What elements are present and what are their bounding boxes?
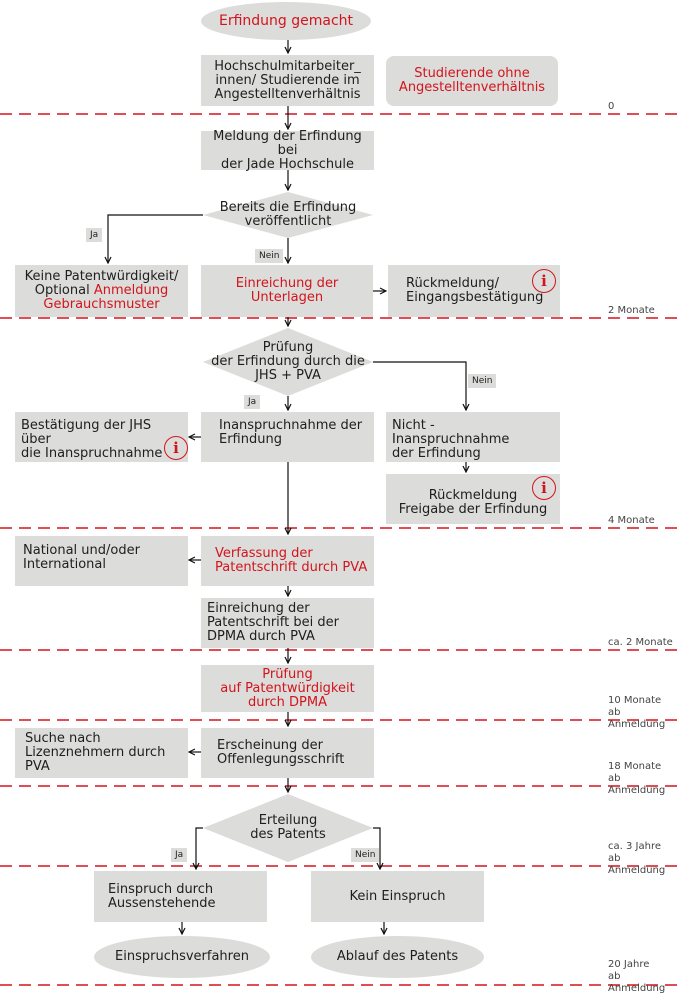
- node-confirm: Bestätigung der JHS über die Inanspruchn…: [15, 412, 188, 462]
- tag-nein-review: Nein: [468, 374, 497, 388]
- label-published: Bereits die Erfindung veröffentlicht: [219, 200, 357, 229]
- diamond-published: [203, 192, 373, 238]
- timeline-label-3-jahre: ca. 3 Jahre ab Anmeldung: [608, 841, 666, 876]
- node-students: Studierende ohne Angestelltenverhältnis: [386, 56, 558, 106]
- node-no-objection: Kein Einspruch: [311, 871, 484, 922]
- info-icon-confirm: i: [164, 436, 188, 460]
- timeline-label-ca-2-monate: ca. 2 Monate: [608, 637, 673, 648]
- node-no-patent: Keine Patentwürdigkeit/ Optional Anmeldu…: [15, 265, 188, 317]
- arrow-grant-ja: [196, 827, 203, 869]
- node-start: Erfindung gemacht: [201, 2, 371, 40]
- node-objection-proc: Einspruchsverfahren: [94, 936, 270, 978]
- node-objection: Einspruch durch Aussenstehende: [94, 871, 267, 922]
- node-submit-dpma: Einreichung der Patentschrift bei der DP…: [201, 598, 374, 648]
- node-expiry: Ablauf des Patents: [311, 936, 484, 978]
- arrow-review-nein: [373, 361, 466, 410]
- diamond-review: [203, 328, 373, 396]
- info-icon-feedback: i: [532, 269, 556, 293]
- arrow-grant-nein: [373, 827, 380, 869]
- timeline-label-20-jahre: 20 Jahre ab Anmeldung: [608, 959, 666, 994]
- tag-ja-published: Ja: [86, 228, 103, 242]
- timeline-label-2-monate: 2 Monate: [608, 305, 655, 316]
- label-grant: Erteilung des Patents: [250, 813, 326, 842]
- timeline-label-4-monate: 4 Monate: [608, 515, 655, 526]
- node-national: National und/oder International: [15, 536, 188, 586]
- timeline-label-0: 0: [608, 101, 615, 112]
- node-submit-docs: Einreichung der Unterlagen: [201, 265, 373, 317]
- connectors: [108, 40, 466, 934]
- node-draft: Verfassung der Patentschrift durch PVA: [201, 536, 374, 586]
- arrow-published-ja: [108, 214, 203, 263]
- node-report: Meldung der Erfindung bei der Jade Hochs…: [201, 129, 374, 171]
- tag-nein-published: Nein: [255, 249, 284, 263]
- tag-ja-review: Ja: [244, 395, 261, 409]
- tag-ja-grant: Ja: [171, 848, 188, 862]
- node-exam: Prüfung auf Patentwürdigkeit durch DPMA: [201, 665, 374, 712]
- node-release: Rückmeldung Freigabe der Erfindung: [386, 474, 560, 524]
- node-staff: Hochschulmitarbeiter_ innen/ Studierende…: [201, 55, 374, 106]
- node-feedback: Rückmeldung/ Eingangsbestätigung: [388, 265, 560, 317]
- info-icon-release: i: [532, 476, 556, 500]
- timeline-label-10-monate: 10 Monate ab Anmeldung: [608, 695, 666, 730]
- node-no-claim: Nicht - Inanspruchnahme der Erfindung: [386, 412, 560, 462]
- node-claim: Inanspruchnahme der Erfindung: [201, 412, 374, 462]
- label-review: Prüfung der Erfindung durch die JHS + PV…: [211, 340, 365, 383]
- tag-nein-grant: Nein: [351, 848, 380, 862]
- node-search: Suche nach Lizenznehmern durch PVA: [15, 728, 188, 778]
- node-publication: Erscheinung der Offenlegungsschrift: [201, 728, 374, 778]
- diamond-grant: [203, 794, 373, 862]
- timeline-label-18-monate: 18 Monate ab Anmeldung: [608, 761, 666, 796]
